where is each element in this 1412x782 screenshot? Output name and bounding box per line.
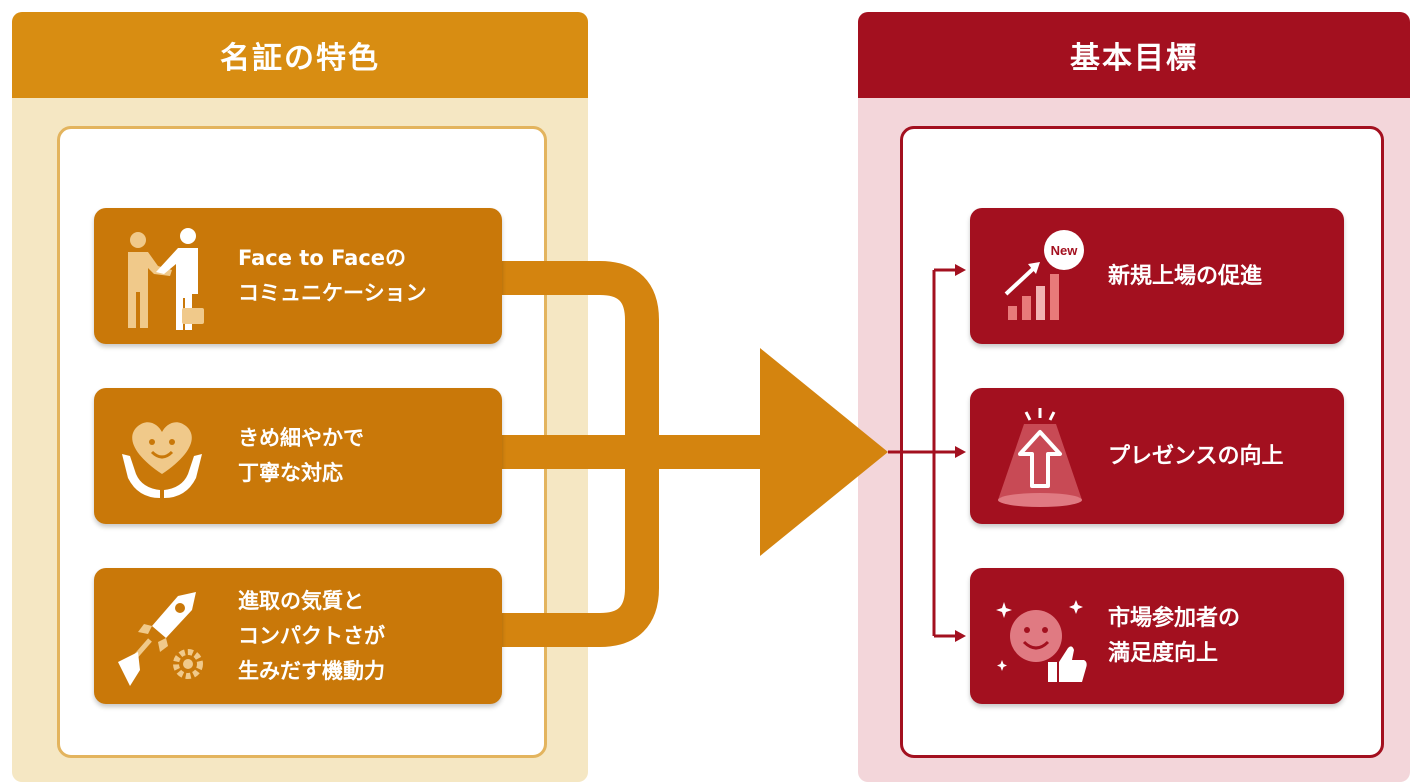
goal-card-line: 満足度向上 <box>1108 641 1219 666</box>
goal-card-line: 市場参加者の <box>1108 606 1241 631</box>
feature-card-service-text: きめ細やかで 丁寧な対応 <box>238 388 492 524</box>
goal-card-line: プレゼンスの向上 <box>1108 443 1284 469</box>
goal-card-presence-text: プレゼンスの向上 <box>1108 388 1334 524</box>
feature-card-agility: 進取の気質と コンパクトさが 生みだす機動力 <box>94 568 502 704</box>
feature-card-line: 丁寧な対応 <box>238 461 343 485</box>
goal-card-line: 新規上場の促進 <box>1108 263 1263 289</box>
goal-card-new-listings: New 新規上場の促進 <box>970 208 1344 344</box>
handshake-icon <box>128 228 204 330</box>
spotlight-arrow-icon <box>998 408 1082 507</box>
smiley-thumbs-up-icon <box>996 600 1087 682</box>
feature-card-service: きめ細やかで 丁寧な対応 <box>94 388 502 524</box>
feature-card-agility-text: 進取の気質と コンパクトさが 生みだす機動力 <box>238 568 492 704</box>
feature-card-line: コンパクトさが <box>238 623 385 648</box>
feature-card-communication: Face to Faceの コミュニケーション <box>94 208 502 344</box>
goal-card-satisfaction-text: 市場参加者の 満足度向上 <box>1108 568 1334 704</box>
feature-card-line: Face to Faceの <box>238 246 407 270</box>
growth-chart-new-icon: New <box>1004 230 1084 320</box>
feature-card-line: 進取の気質と <box>238 588 364 613</box>
goal-card-presence: プレゼンスの向上 <box>970 388 1344 524</box>
branch-arrowheads <box>955 264 966 642</box>
merge-arrow <box>502 261 888 647</box>
goal-card-new-listings-text: 新規上場の促進 <box>1108 208 1334 344</box>
heart-hands-icon <box>122 422 202 498</box>
goal-card-satisfaction: 市場参加者の 満足度向上 <box>970 568 1344 704</box>
feature-card-line: コミュニケーション <box>238 281 427 305</box>
right-panel-title: 基本目標 <box>858 12 1410 98</box>
left-panel-title: 名証の特色 <box>12 12 588 98</box>
feature-card-line: 生みだす機動力 <box>238 658 385 683</box>
feature-card-communication-text: Face to Faceの コミュニケーション <box>238 208 492 344</box>
rocket-gear-icon <box>118 592 203 686</box>
new-badge-text: New <box>1051 243 1079 258</box>
feature-card-line: きめ細やかで <box>238 426 364 450</box>
branch-arrows <box>888 268 955 638</box>
